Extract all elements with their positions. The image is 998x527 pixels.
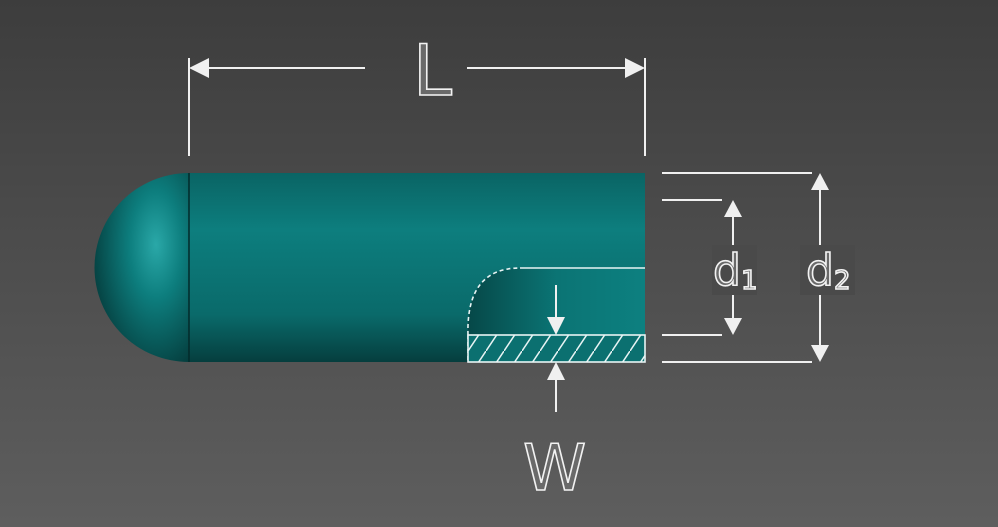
- length-dimension: L: [188, 29, 646, 156]
- arrow-right-icon: [625, 58, 645, 78]
- cutaway-dashed-edge: [467, 267, 521, 336]
- length-label: L: [413, 30, 452, 112]
- inner-diameter-dimension: d1: [662, 199, 758, 336]
- arrow-up-icon: [547, 362, 565, 380]
- width-dimension: W: [522, 285, 587, 507]
- arrow-left-icon: [189, 58, 209, 78]
- arrow-up-icon: [724, 200, 742, 217]
- arrow-down-icon: [724, 318, 742, 335]
- outer-diameter-dimension: d2: [662, 172, 855, 363]
- width-label: W: [523, 432, 586, 506]
- pin-body: [94, 173, 646, 363]
- outer-diameter-label: d2: [806, 245, 850, 296]
- rounded-cap: [94, 173, 189, 362]
- arrow-down-icon: [547, 317, 565, 335]
- inner-diameter-label: d1: [713, 245, 757, 296]
- arrow-up-icon: [811, 173, 829, 190]
- arrow-down-icon: [811, 345, 829, 362]
- hatched-wall: [467, 334, 646, 363]
